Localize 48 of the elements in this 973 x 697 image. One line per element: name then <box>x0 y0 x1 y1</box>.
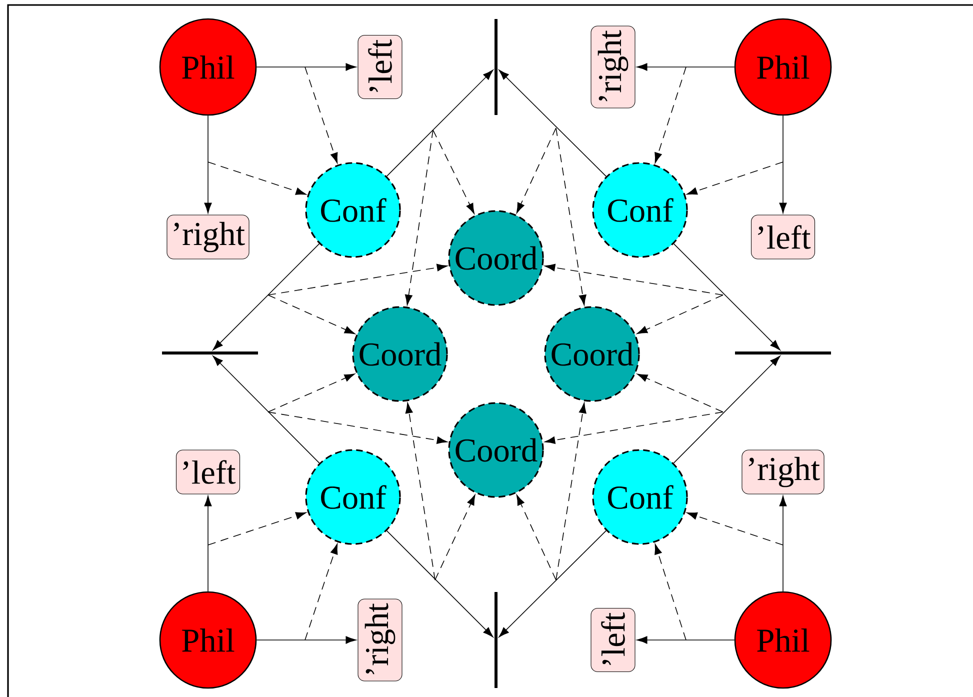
dashed-arrow <box>268 412 448 444</box>
arrow <box>204 496 212 592</box>
dashed-arrow <box>404 130 434 306</box>
dashed-arrow <box>516 494 556 580</box>
label-box: ’left <box>750 214 816 260</box>
dashed-arrow <box>637 374 724 412</box>
label-box: ’left <box>590 608 636 672</box>
dashed-arrow <box>304 544 338 640</box>
dashed-arrow <box>268 294 356 334</box>
dashed-arrow <box>544 412 724 444</box>
dashed-arrow <box>686 162 784 195</box>
arrow <box>636 63 735 71</box>
dashed-arrow <box>686 512 784 546</box>
dashed-arrow <box>556 402 586 580</box>
arrow <box>212 243 320 350</box>
dashed-arrow <box>434 494 476 580</box>
dashed-arrow <box>268 264 448 296</box>
label-box: ’left <box>176 450 240 494</box>
dashed-arrow <box>432 130 474 214</box>
dashed-arrow <box>636 294 724 334</box>
dashed-arrow <box>208 162 306 195</box>
arrow <box>212 356 320 464</box>
arrow <box>256 63 356 71</box>
dashed-arrow <box>654 544 686 640</box>
arrow <box>673 356 780 464</box>
label-box: ’right <box>166 214 250 260</box>
dashed-arrow <box>654 66 686 164</box>
arrow <box>498 70 606 177</box>
dashed-arrow <box>516 128 556 214</box>
dashed-arrow <box>405 402 436 580</box>
arrow <box>636 636 735 644</box>
dashed-arrow <box>268 374 355 412</box>
arrow <box>779 115 787 214</box>
label-box: ’right <box>590 26 636 108</box>
arrow <box>498 530 606 638</box>
dashed-arrow <box>208 512 306 546</box>
dashed-arrow <box>304 66 338 164</box>
arrow <box>386 70 494 177</box>
dashed-arrow <box>556 128 586 306</box>
label-box: ’right <box>742 450 824 494</box>
arrow <box>204 115 212 214</box>
arrow <box>256 636 356 644</box>
label-box: ’right <box>358 598 402 682</box>
arrow <box>779 496 787 592</box>
arrow <box>386 530 494 638</box>
dashed-arrow <box>544 264 724 296</box>
label-box: ’left <box>358 34 402 100</box>
arrow <box>673 243 780 350</box>
